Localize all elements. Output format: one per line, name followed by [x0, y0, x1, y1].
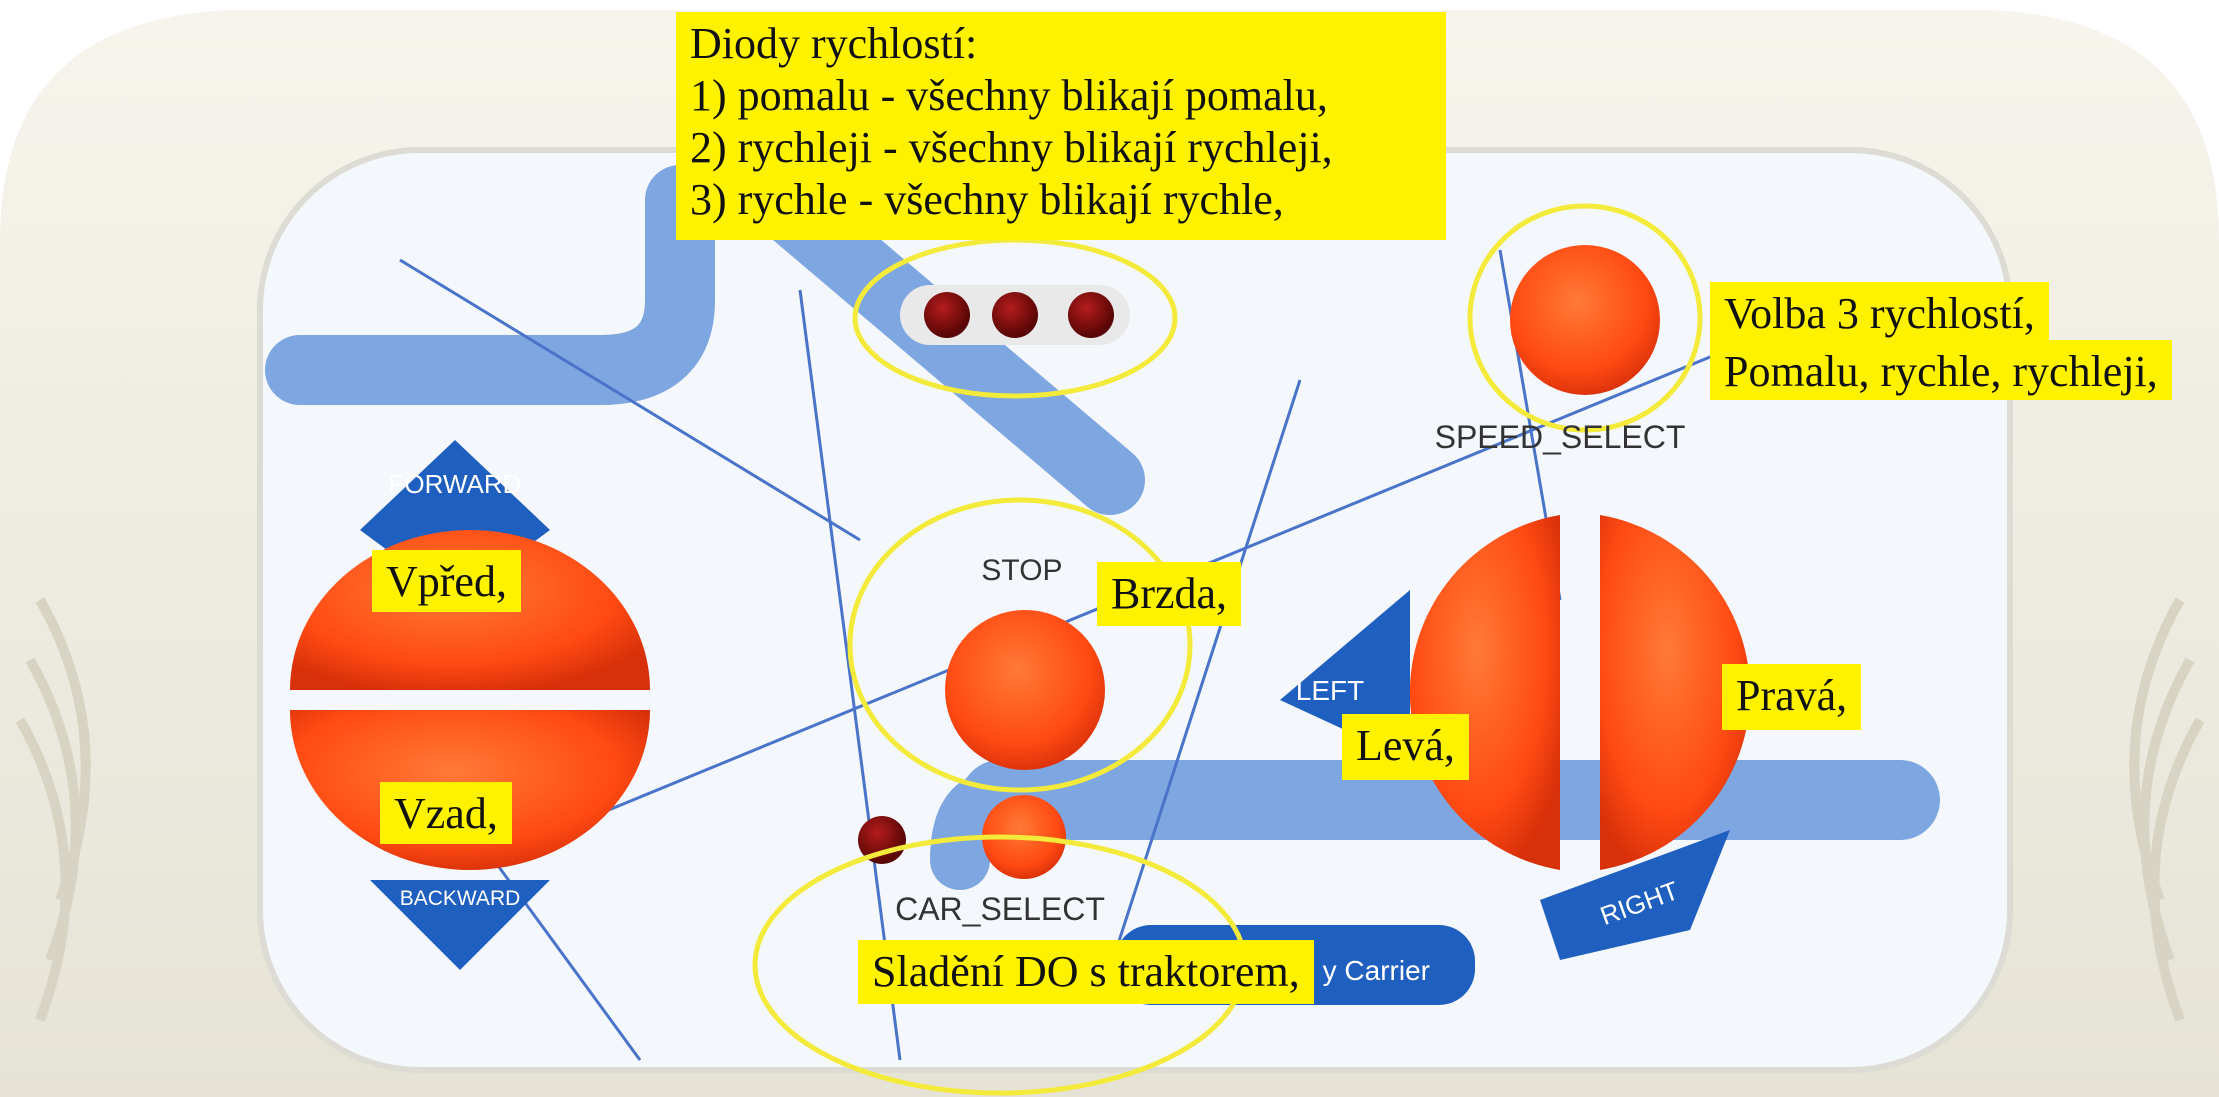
led-indicator-icon: [1068, 292, 1114, 338]
left-label: LEFT: [1296, 675, 1364, 706]
forward-note: Vpřed,: [372, 550, 521, 612]
speed-select-button: [1510, 245, 1660, 395]
right-note: Pravá,: [1722, 664, 1862, 730]
speed-select-label: SPEED_SELECT: [1435, 419, 1686, 455]
car-select-label: CAR_SELECT: [895, 891, 1105, 927]
speed-select-note-line2: Pomalu, rychle, rychleji,: [1710, 340, 2172, 400]
speed-select-highlight-ring: [1467, 203, 1703, 433]
pairing-note: Sladění DO s traktorem,: [858, 940, 1314, 1004]
brand-label: y Carrier: [1323, 955, 1430, 986]
forward-label: FORWARD: [389, 469, 522, 499]
left-grip-ridges: [15, 597, 91, 1022]
speed-leds-note-line: 1) pomalu - všechny blikají pomalu,: [690, 70, 1328, 120]
speed-leds-note: Diody rychlostí: 1) pomalu - všechny bli…: [676, 12, 1446, 240]
backward-arrow-icon: [370, 880, 550, 970]
led-indicator-icon: [924, 292, 970, 338]
right-grip-ridges: [2129, 597, 2205, 1022]
speed-leds-note-line: 2) rychleji - všechny blikají rychleji,: [690, 122, 1333, 172]
brake-note: Brzda,: [1097, 562, 1242, 626]
speed-select-note-line1: Volba 3 rychlostí,: [1710, 282, 2049, 342]
backward-note: Vzad,: [380, 782, 512, 844]
stop-highlight-ring: [847, 497, 1193, 793]
stop-button: [945, 610, 1105, 770]
map-lines: [399, 249, 1801, 1061]
left-button: [1409, 515, 1560, 870]
led-highlight-ring: [852, 237, 1178, 399]
speed-leds-note-line: 3) rychle - všechny blikají rychle,: [690, 174, 1284, 224]
speed-leds-note-title: Diody rychlostí:: [690, 19, 978, 68]
right-arrow-icon: [1540, 830, 1730, 960]
led-indicator-icon: [992, 292, 1038, 338]
left-note: Levá,: [1342, 714, 1469, 780]
stop-label: STOP: [981, 554, 1062, 587]
backward-label: BACKWARD: [400, 887, 521, 910]
right-button: [1600, 515, 1751, 870]
